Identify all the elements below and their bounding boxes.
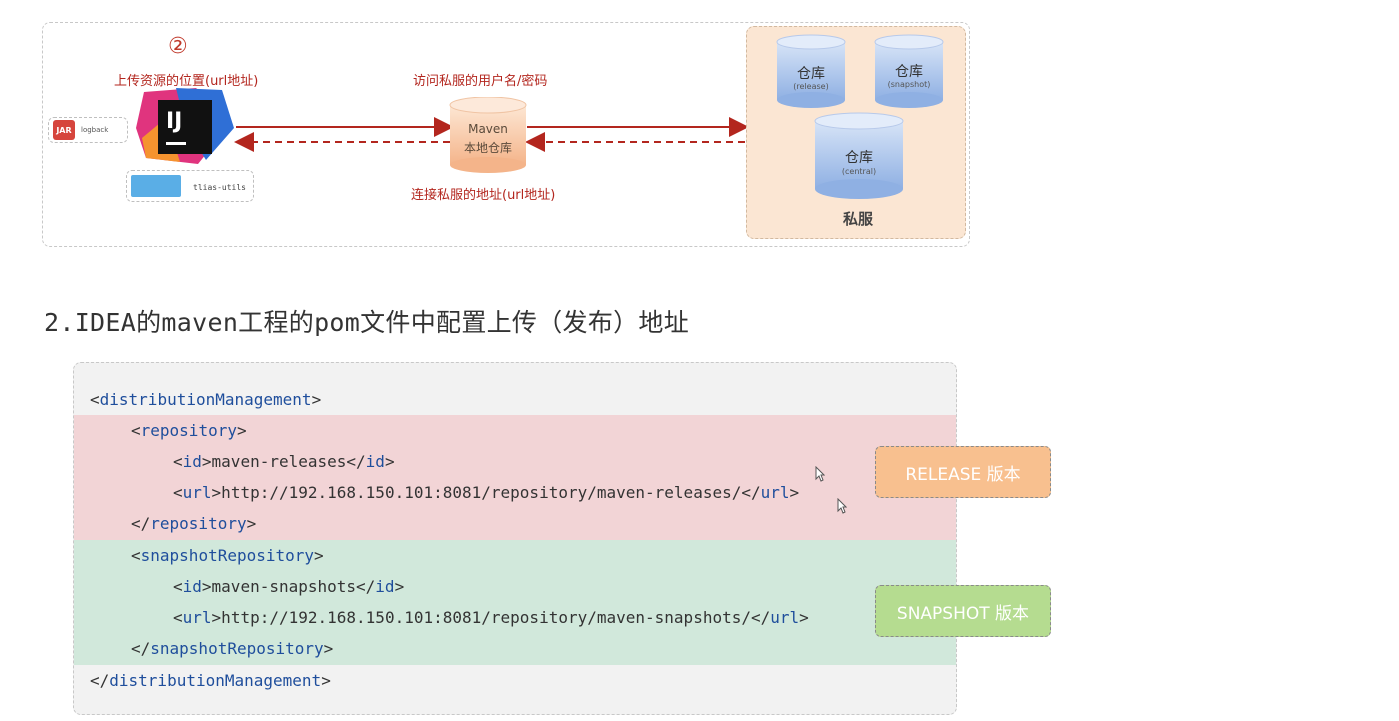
release-highlight-band — [74, 415, 956, 540]
release-repo-icon — [776, 34, 846, 108]
code-line: <id>maven-snapshots</id> — [173, 577, 405, 596]
maven-subtitle: 本地仓库 — [463, 141, 512, 155]
jar-resource: JAR logback — [48, 117, 128, 143]
server-address-label: 连接私服的地址(url地址) — [411, 188, 556, 203]
private-server-label: 私服 — [843, 210, 874, 228]
snapshot-repo-type: (snapshot) — [887, 80, 931, 89]
mouse-cursor-icon — [815, 466, 825, 482]
release-repo-type: (release) — [793, 82, 829, 91]
code-line: <id>maven-releases</id> — [173, 452, 395, 471]
ide-logo-text: IJ — [166, 109, 182, 134]
folder-icon — [131, 175, 181, 197]
project-folder: tlias-utils — [126, 170, 254, 202]
maven-local-repo-icon — [449, 97, 527, 173]
jar-file-icon: JAR — [53, 120, 75, 140]
diagram-arrows — [234, 117, 749, 152]
release-repo-name: 仓库 — [797, 66, 825, 82]
central-repo-type: (central) — [841, 167, 877, 176]
release-version-badge: RELEASE 版本 — [875, 446, 1051, 498]
pom-code-block: <distributionManagement> <repository> <i… — [73, 362, 957, 715]
code-line: </snapshotRepository> — [131, 639, 334, 658]
code-line: <url>http://192.168.150.101:8081/reposit… — [173, 483, 800, 502]
step-number: ② — [168, 34, 188, 59]
folder-name: tlias-utils — [193, 183, 246, 192]
section-title: 2.IDEA的maven工程的pom文件中配置上传（发布）地址 — [44, 308, 690, 337]
upload-location-label: 上传资源的位置(url地址) — [114, 74, 259, 89]
code-line: <snapshotRepository> — [131, 546, 324, 565]
snapshot-repo-name: 仓库 — [895, 64, 923, 80]
central-repo-icon — [814, 112, 904, 199]
code-line: </distributionManagement> — [90, 671, 331, 690]
maven-title: Maven — [468, 122, 508, 136]
mouse-cursor-icon — [837, 498, 847, 514]
intellij-idea-icon: IJ — [136, 88, 234, 164]
snapshot-version-badge: SNAPSHOT 版本 — [875, 585, 1051, 637]
upload-diagram — [42, 22, 970, 247]
snapshot-repo-icon — [874, 34, 944, 108]
code-line: <distributionManagement> — [90, 390, 322, 409]
credentials-label: 访问私服的用户名/密码 — [413, 74, 548, 89]
code-line: <url>http://192.168.150.101:8081/reposit… — [173, 608, 809, 627]
snapshot-highlight-band — [74, 540, 956, 665]
code-line: <repository> — [131, 421, 247, 440]
jar-name: logback — [81, 126, 109, 134]
central-repo-name: 仓库 — [845, 150, 873, 166]
code-line: </repository> — [131, 514, 257, 533]
